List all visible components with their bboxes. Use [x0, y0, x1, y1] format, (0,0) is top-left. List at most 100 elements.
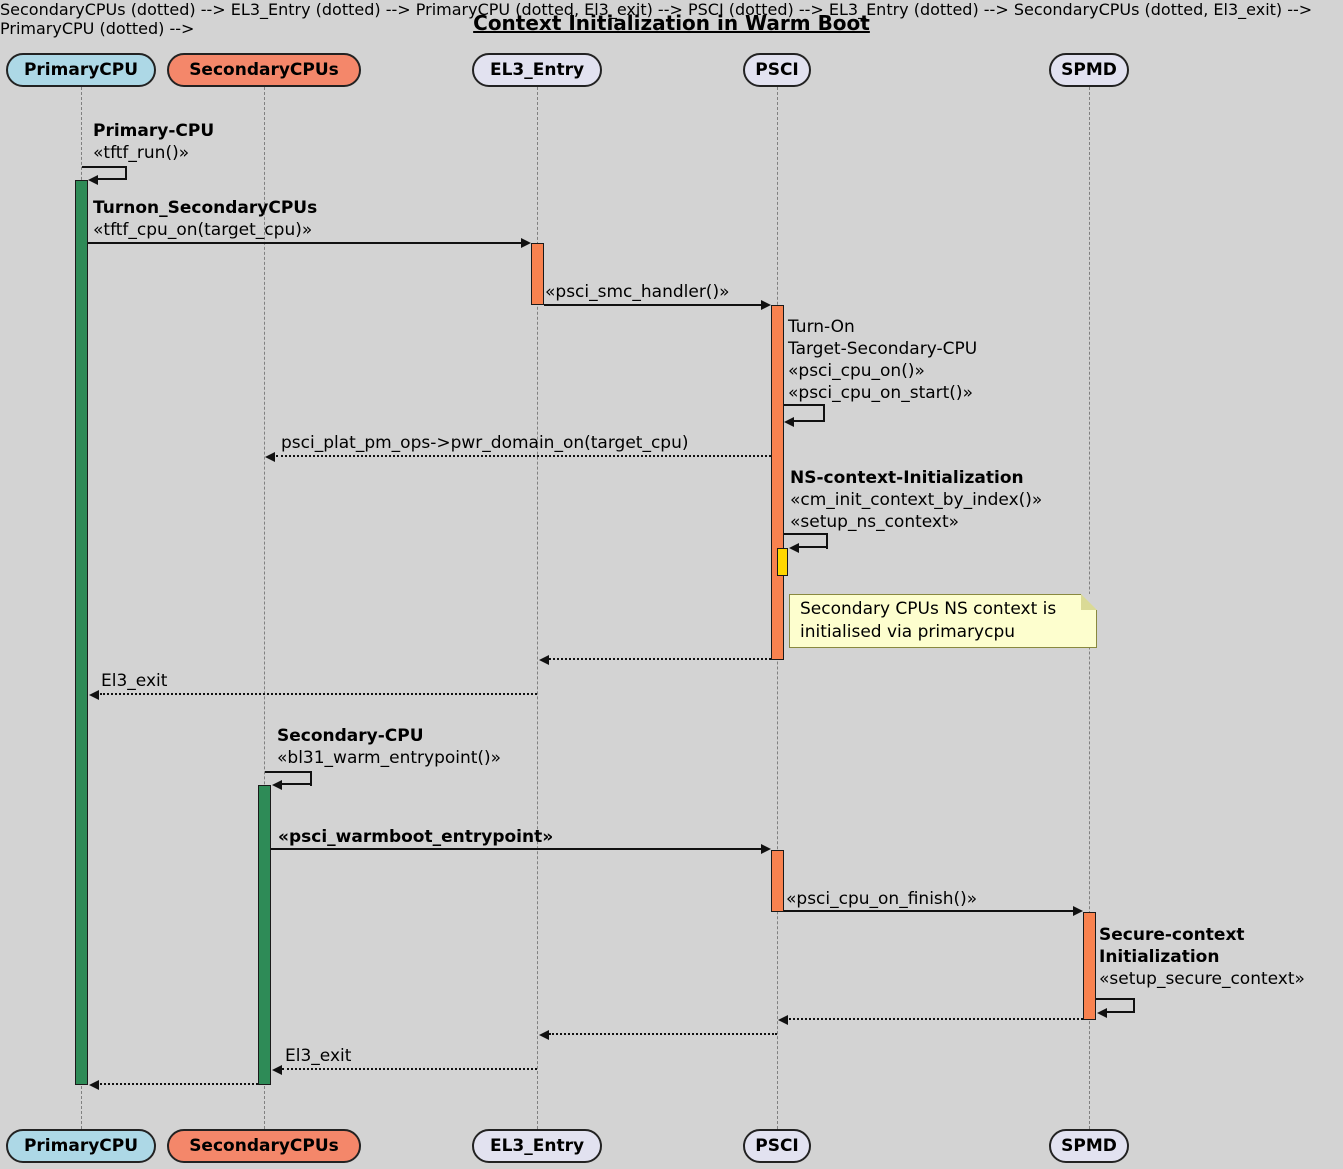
return-arrow-el3-exit-primary-line: [100, 693, 537, 695]
self-arrow-ns-context-bottom: [799, 546, 828, 548]
return-arrow-psci-el3-line: [549, 658, 771, 660]
message-title: Initialization: [1099, 947, 1220, 967]
message-call: El3_exit: [285, 1046, 352, 1066]
message-line: Target-Secondary-CPU: [788, 339, 978, 359]
participant-spmd-bottom: SPMD: [1049, 1129, 1129, 1163]
self-arrow-secure-context-side: [1133, 998, 1135, 1013]
message-label-cpu-on-finish: «psci_cpu_on_finish()»: [786, 888, 977, 910]
lifeline-el3-entry: [537, 87, 538, 1129]
message-line: Turn-On: [788, 317, 855, 337]
message-label-secure-context: Secure-context Initialization «setup_sec…: [1099, 924, 1305, 990]
message-call: «setup_ns_context»: [790, 512, 960, 532]
message-label-smc-handler: «psci_smc_handler()»: [545, 281, 729, 303]
participant-secondarycpus-bottom: SecondaryCPUs: [167, 1129, 361, 1163]
activation-psci-1: [771, 305, 784, 660]
message-label-tftf-run: Primary-CPU «tftf_run()»: [93, 120, 214, 164]
return-arrow-secondary-primary-head: [89, 1080, 99, 1090]
return-arrow-psci-el3-head: [539, 655, 549, 665]
note-text-line: initialised via primarycpu: [800, 622, 1016, 642]
message-label-el3-exit-primary: El3_exit: [101, 670, 167, 692]
message-title: Turnon_SecondaryCPUs: [93, 198, 318, 218]
self-arrow-warm-entrypoint-side: [310, 771, 312, 786]
return-arrow-secondary-primary-line: [100, 1083, 258, 1085]
message-label-turnon: Turnon_SecondaryCPUs «tftf_cpu_on(target…: [93, 197, 317, 241]
message-call: «psci_warmboot_entrypoint»: [278, 827, 554, 847]
participant-el3-entry-top: EL3_Entry: [472, 53, 602, 87]
message-call: «tftf_cpu_on(target_cpu)»: [93, 220, 313, 240]
participant-primarycpu-bottom: PrimaryCPU: [6, 1129, 156, 1163]
self-arrow-psci-cpu-on-bottom: [794, 420, 825, 422]
note-text-line: Secondary CPUs NS context is: [800, 599, 1057, 619]
self-arrow-warm-entrypoint-top: [265, 771, 312, 773]
message-label-el3-exit-secondary: El3_exit: [285, 1045, 351, 1067]
participant-psci-bottom: PSCI: [743, 1129, 811, 1163]
self-arrow-tftf-run-top: [82, 166, 127, 168]
arrow-tftf-cpu-on-head: [521, 238, 531, 248]
self-arrow-ns-context-head: [789, 543, 799, 553]
return-arrow-psci-el3-2-head: [539, 1030, 549, 1040]
message-call: «psci_cpu_on_start()»: [788, 383, 973, 403]
message-call: «psci_cpu_on_finish()»: [786, 889, 978, 909]
return-arrow-psci-el3-2-line: [549, 1033, 777, 1035]
self-arrow-tftf-run-head: [88, 175, 98, 185]
self-arrow-ns-context-top: [784, 533, 828, 535]
message-label-warmboot-entrypoint: «psci_warmboot_entrypoint»: [278, 826, 553, 848]
message-label-ns-context: NS-context-Initialization «cm_init_conte…: [790, 467, 1042, 533]
arrow-cpu-on-finish-head: [1073, 906, 1083, 916]
participant-spmd-top: SPMD: [1049, 53, 1129, 87]
self-arrow-tftf-run-side: [125, 166, 127, 180]
message-call: «setup_secure_context»: [1099, 969, 1305, 989]
self-arrow-psci-cpu-on-top: [784, 404, 825, 406]
participant-secondarycpus-top: SecondaryCPUs: [167, 53, 361, 87]
diagram-title: Context Initialization in Warm Boot: [473, 11, 870, 35]
participant-el3-entry-bottom: EL3_Entry: [472, 1129, 602, 1163]
self-arrow-secure-context-head: [1097, 1008, 1107, 1018]
message-call: «psci_smc_handler()»: [545, 282, 730, 302]
activation-el3-entry: [531, 243, 544, 305]
message-title: Secure-context: [1099, 925, 1245, 945]
activation-secondarycpus: [258, 785, 271, 1085]
message-title: Secondary-CPU: [277, 726, 424, 746]
message-label-pwr-domain-on: psci_plat_pm_ops->pwr_domain_on(target_c…: [281, 432, 689, 454]
return-arrow-el3-exit-secondary-head: [272, 1065, 282, 1075]
message-call: psci_plat_pm_ops->pwr_domain_on(target_c…: [281, 433, 689, 453]
message-call: «bl31_warm_entrypoint()»: [277, 748, 502, 768]
activation-spmd: [1083, 912, 1096, 1020]
participant-primarycpu-top: PrimaryCPU: [6, 53, 156, 87]
self-arrow-psci-cpu-on-head: [784, 417, 794, 427]
message-label-turn-on: Turn-On Target-Secondary-CPU «psci_cpu_o…: [788, 316, 977, 404]
return-arrow-pwr-domain-on-line: [276, 455, 771, 457]
message-title: Primary-CPU: [93, 121, 215, 141]
self-arrow-ns-context-side: [826, 533, 828, 549]
self-arrow-tftf-run-bottom: [96, 178, 127, 180]
message-label-secondary-cpu: Secondary-CPU «bl31_warm_entrypoint()»: [277, 725, 501, 769]
return-arrow-spmd-psci-head: [778, 1015, 788, 1025]
arrow-warmboot-entrypoint-line: [271, 848, 761, 850]
lifeline-secondarycpus: [264, 87, 265, 1129]
arrow-cpu-on-finish-line: [784, 910, 1073, 912]
message-call: «tftf_run()»: [93, 143, 190, 163]
message-call: El3_exit: [101, 671, 168, 691]
return-arrow-el3-exit-secondary-line: [282, 1068, 537, 1070]
activation-psci-2: [771, 850, 784, 912]
self-arrow-secure-context-bottom: [1107, 1011, 1135, 1013]
message-title: NS-context-Initialization: [790, 468, 1024, 488]
participant-psci-top: PSCI: [743, 53, 811, 87]
activation-psci-nested: [777, 548, 788, 576]
return-arrow-spmd-psci-line: [789, 1018, 1083, 1020]
note-ns-context: Secondary CPUs NS context is initialised…: [789, 594, 1097, 648]
message-call: «cm_init_context_by_index()»: [790, 490, 1043, 510]
self-arrow-secure-context-top: [1096, 998, 1135, 1000]
return-arrow-el3-exit-primary-head: [89, 690, 99, 700]
self-arrow-warm-entrypoint-bottom: [282, 783, 312, 785]
arrow-tftf-cpu-on-line: [88, 242, 522, 244]
self-arrow-warm-entrypoint-head: [272, 780, 282, 790]
arrow-psci-smc-handler-line: [544, 304, 762, 306]
self-arrow-psci-cpu-on-side: [823, 404, 825, 421]
note-fold-icon: [1081, 594, 1097, 610]
activation-primarycpu: [75, 180, 88, 1085]
arrow-psci-smc-handler-head: [761, 300, 771, 310]
return-arrow-pwr-domain-on-head: [265, 452, 275, 462]
arrow-warmboot-entrypoint-head: [761, 844, 771, 854]
